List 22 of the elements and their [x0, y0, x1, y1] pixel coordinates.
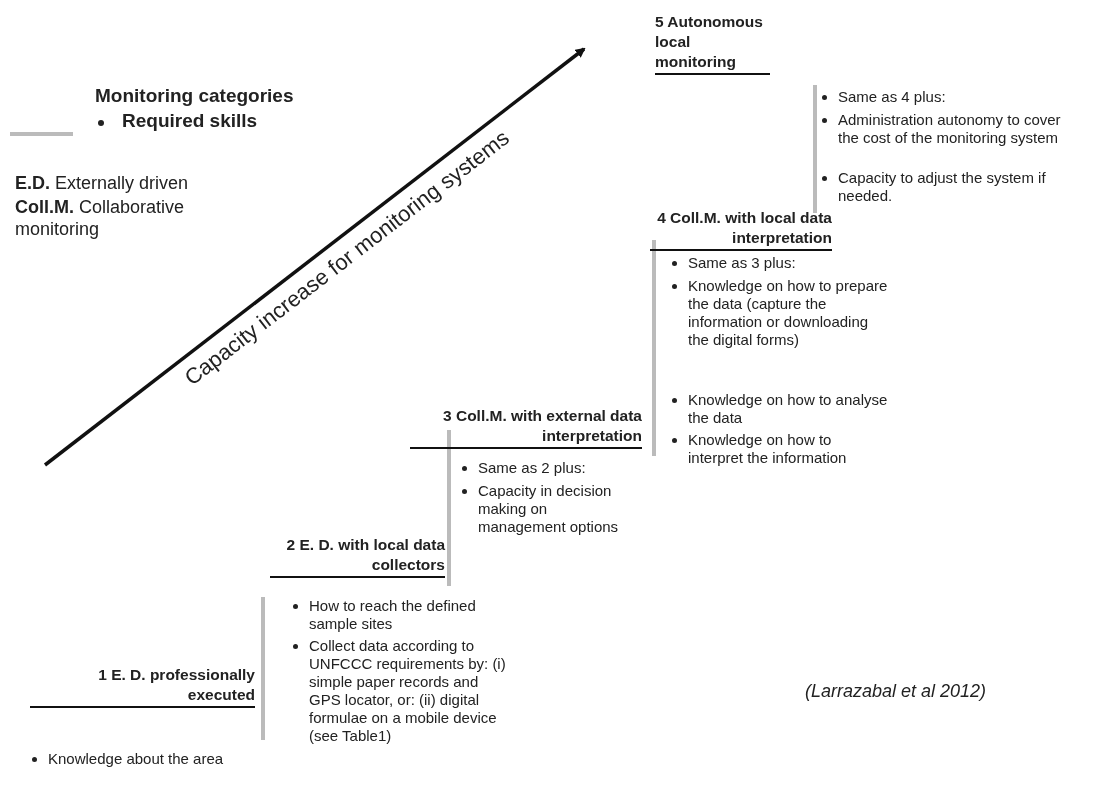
abbreviation-key: Coll.M. Collaborative monitoring: [15, 197, 255, 241]
skill-item: Knowledge on how to interpret the information: [688, 431, 848, 467]
skill-item: Same as 2 plus:: [478, 459, 587, 477]
skill-item: Same as 4 plus:: [838, 88, 947, 106]
category-heading: 5 Autonomous local monitoring: [655, 12, 770, 76]
citation: (Larrazabal et al 2012): [805, 681, 987, 703]
skill-item: Collect data according to UNFCCC requirements by: (i) simple paper records and GPS locator, or: (ii) digital formulae on a mobile device (see Table1): [309, 637, 507, 745]
category-heading: 2 E. D. with local data collectors: [270, 535, 445, 579]
category-heading: 3 Coll.M. with external data interpretation: [410, 406, 642, 450]
category-heading: 1 E. D. professionally executed: [30, 665, 255, 709]
skill-item: How to reach the defined sample sites: [309, 597, 477, 633]
abbreviation-key: E.D. Externally driven: [15, 173, 275, 195]
category-heading: 4 Coll.M. with local data interpretation: [650, 208, 832, 252]
legend-item: Required skills: [122, 110, 259, 133]
skill-item: Administration autonomy to cover the cost of the monitoring system: [838, 111, 1062, 147]
skill-item: Knowledge about the area: [48, 750, 225, 768]
skill-item: Knowledge on how to prepare the data (capture the information or downloading the digital forms): [688, 277, 888, 349]
skill-item: Capacity in decision making on management options: [478, 482, 620, 536]
skill-item: Same as 3 plus:: [688, 254, 797, 272]
legend-heading: Monitoring categories: [95, 85, 295, 108]
skill-item: Capacity to adjust the system if needed.: [838, 169, 1047, 205]
skill-item: Knowledge on how to analyse the data: [688, 391, 888, 427]
